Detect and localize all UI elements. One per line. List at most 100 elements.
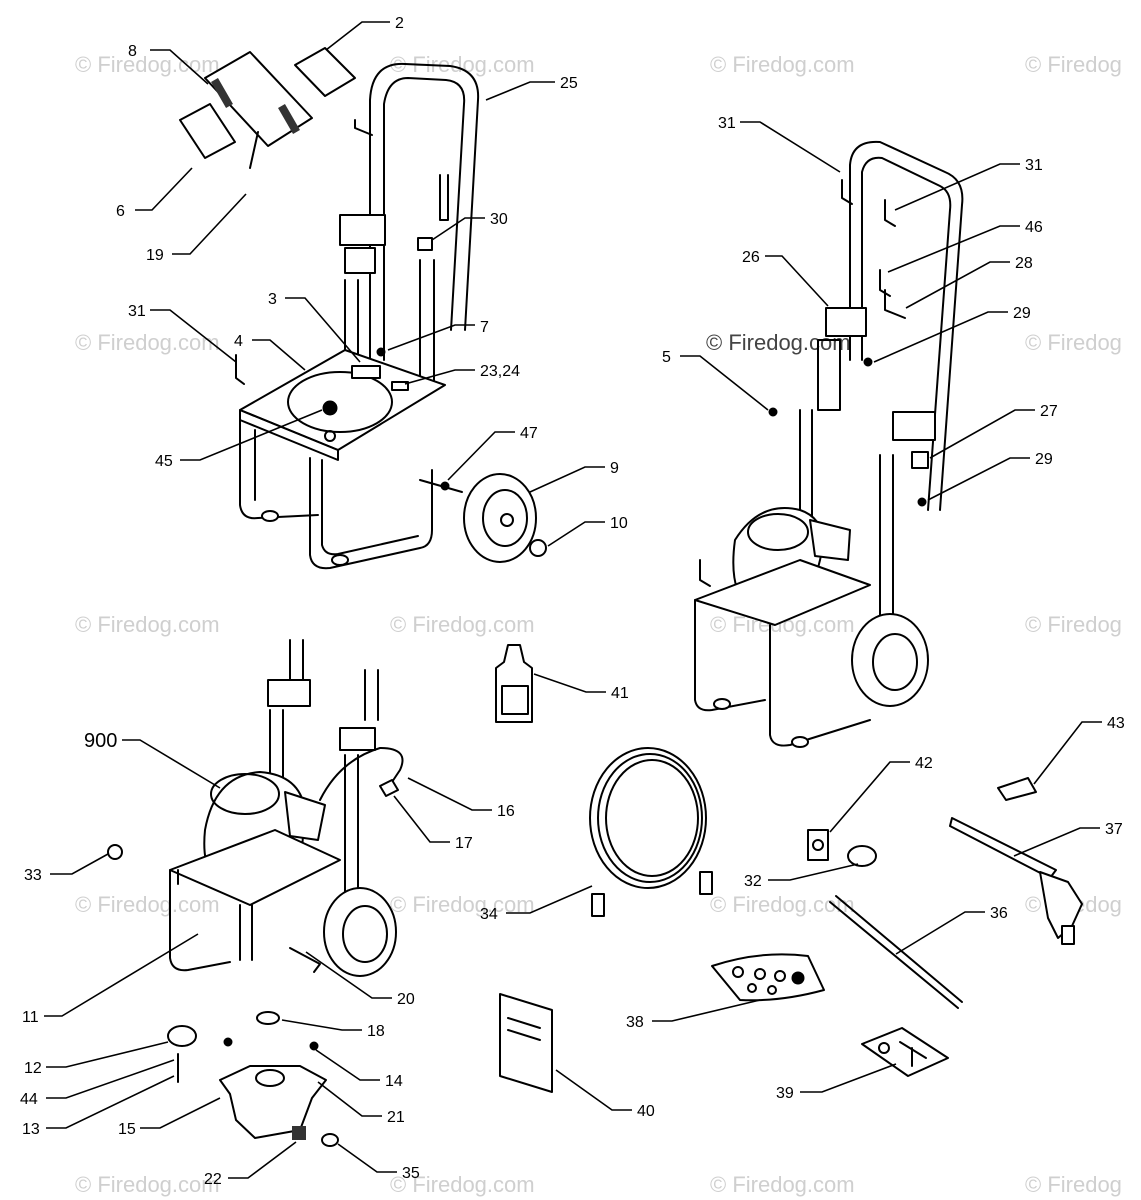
callout-label: 23,24 xyxy=(480,363,520,380)
pin xyxy=(841,179,853,205)
rear-leg xyxy=(769,624,871,747)
watermark: © Firedog.com xyxy=(75,892,220,917)
callout-label: 27 xyxy=(1040,403,1058,420)
callout-label: 47 xyxy=(520,425,538,442)
foot xyxy=(791,736,809,748)
watermark: © Firedog.com xyxy=(75,52,220,77)
handle-tube xyxy=(364,669,379,721)
callout-label: 4 xyxy=(234,333,243,350)
rear-leg xyxy=(239,904,253,961)
oil-label xyxy=(501,685,529,715)
callout-label: 18 xyxy=(367,1023,385,1040)
manual-line xyxy=(507,1017,541,1029)
foot xyxy=(331,554,349,566)
callout-label: 15 xyxy=(118,1121,136,1138)
handle-clamp xyxy=(339,727,376,751)
fitting-33 xyxy=(107,844,123,860)
pin xyxy=(884,289,906,319)
wheel-hub xyxy=(342,905,388,963)
decal-6 xyxy=(179,103,236,159)
assembled-unit-drawing xyxy=(694,140,964,748)
base-deck-side xyxy=(239,409,339,461)
callout-label: 7 xyxy=(480,319,489,336)
pin xyxy=(699,559,711,587)
washer xyxy=(324,430,336,442)
base-deck xyxy=(169,829,341,906)
hub-cap xyxy=(529,539,547,557)
pin xyxy=(884,199,896,227)
o-ring xyxy=(256,1011,280,1025)
end-cap xyxy=(417,237,433,251)
decal-hatch xyxy=(211,78,233,108)
hose-coil xyxy=(597,753,703,883)
gun-fitting xyxy=(1061,925,1075,945)
callout-label: 9 xyxy=(610,460,619,477)
accessory-drawings xyxy=(495,644,1083,1093)
callout-label: 42 xyxy=(915,755,933,772)
watermark-layer: © Firedog.com © Firedog.com © Firedog © … xyxy=(75,52,1122,1197)
callout-label: 20 xyxy=(397,991,415,1008)
frame-assembly-drawing xyxy=(179,47,547,570)
callout-label: 39 xyxy=(776,1085,794,1102)
nozzle-32 xyxy=(847,845,877,867)
handle-clamp xyxy=(339,214,386,246)
bag-part xyxy=(774,970,786,982)
front-leg xyxy=(694,599,766,712)
wheel-hub xyxy=(872,633,918,691)
callout-label: 28 xyxy=(1015,255,1033,272)
bag-part xyxy=(754,968,766,980)
watermark: © Firedog xyxy=(1025,52,1122,77)
tool-card-icon xyxy=(878,1042,890,1054)
decal-plate xyxy=(204,51,313,147)
callout-label: 36 xyxy=(990,905,1008,922)
spray-wand xyxy=(829,895,963,1009)
callout-label: 32 xyxy=(744,873,762,890)
callout-label: 900 xyxy=(84,730,117,752)
decal-hatch xyxy=(278,104,300,134)
watermark: © Firedog.com xyxy=(75,330,220,355)
nozzle-card xyxy=(807,829,829,861)
gun-barrel xyxy=(949,817,1057,879)
callout-label: 10 xyxy=(610,515,628,532)
upright-right xyxy=(879,454,894,621)
foot xyxy=(713,698,731,710)
watermark: © Firedog xyxy=(1025,330,1122,355)
callout-label: 21 xyxy=(387,1109,405,1126)
callout-label: 6 xyxy=(116,203,125,220)
cap-35 xyxy=(321,1133,339,1147)
base-deck xyxy=(694,559,871,626)
bag-part xyxy=(791,971,805,985)
nut xyxy=(863,357,873,367)
watermark: © Firedog.com xyxy=(710,1172,855,1197)
washer-47 xyxy=(440,481,450,491)
pin-31 xyxy=(235,354,245,385)
frame-upright-left xyxy=(344,279,359,361)
throttle-cable xyxy=(319,747,404,801)
bracket-20 xyxy=(289,947,321,973)
bag-part xyxy=(767,985,777,995)
handle-end xyxy=(439,174,449,221)
watermark: © Firedog.com xyxy=(710,892,855,917)
callout-label: 31 xyxy=(718,115,736,132)
watermark: © Firedog.com xyxy=(710,52,855,77)
handle-clamp-lower xyxy=(344,247,376,274)
callout-label: 37 xyxy=(1105,821,1123,838)
manual-line xyxy=(507,1029,541,1041)
pump-inlet xyxy=(255,1069,285,1087)
callout-label: 13 xyxy=(22,1121,40,1138)
base-deck xyxy=(239,349,446,451)
upright xyxy=(269,709,284,781)
callout-label: 33 xyxy=(24,867,42,884)
callout-label: 45 xyxy=(155,453,173,470)
clamp-knob xyxy=(911,451,929,469)
engine-pump-drawing xyxy=(107,639,404,1147)
callout-label: 31 xyxy=(1025,157,1043,174)
callout-label: 12 xyxy=(24,1060,42,1077)
bolt-14 xyxy=(309,1041,319,1051)
hose-coil xyxy=(605,759,699,877)
rear-leg-inner xyxy=(321,459,419,556)
fuel-tank xyxy=(284,791,326,841)
nut-7 xyxy=(376,347,386,357)
callout-label: 3 xyxy=(268,291,277,308)
